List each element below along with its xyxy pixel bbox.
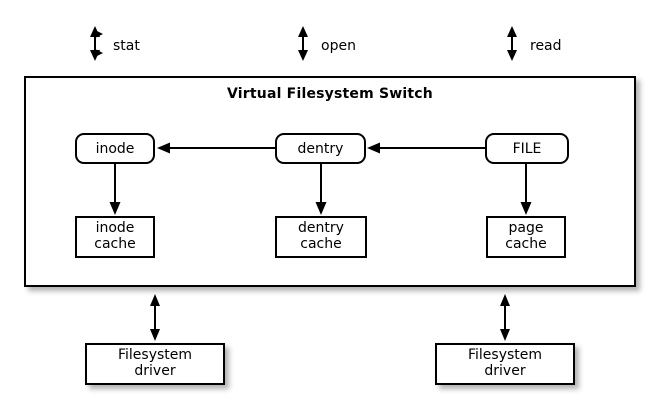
object-box-inode[interactable]: inode — [75, 133, 155, 164]
object-box-dentry[interactable]: dentry — [275, 133, 366, 164]
syscall-arrow-open — [298, 26, 308, 61]
driver-box-left-line2: driver — [134, 363, 176, 379]
driver-box-right[interactable]: Filesystem driver — [435, 343, 575, 385]
cache-box-inode-cache-line2: cache — [94, 236, 136, 252]
syscall-arrow-stat — [90, 26, 103, 61]
object-box-file-label: FILE — [512, 140, 542, 157]
driver-box-right-line2: driver — [484, 363, 526, 379]
cache-box-dentry-cache-line2: cache — [300, 236, 342, 252]
object-box-file[interactable]: FILE — [485, 133, 569, 164]
syscall-label-read: read — [530, 38, 562, 54]
cache-box-inode-cache[interactable]: inode cache — [75, 216, 155, 258]
syscall-arrow-read — [507, 26, 517, 61]
cache-box-inode-cache-line1: inode — [95, 220, 135, 237]
vfs-driver-arrow-right — [500, 294, 510, 341]
syscall-label-open: open — [321, 38, 356, 54]
cache-box-dentry-cache[interactable]: dentry cache — [275, 216, 367, 258]
driver-box-left[interactable]: Filesystem driver — [85, 343, 225, 385]
object-box-inode-label: inode — [95, 140, 135, 157]
cache-box-dentry-cache-line1: dentry — [298, 220, 344, 237]
vfs-driver-arrow-left — [150, 294, 160, 341]
cache-box-page-cache[interactable]: page cache — [486, 216, 566, 258]
page-title: Virtual Filesystem Switch — [227, 86, 433, 102]
driver-box-right-line1: Filesystem — [467, 347, 543, 364]
driver-box-left-line1: Filesystem — [117, 347, 193, 364]
object-box-dentry-label: dentry — [297, 140, 344, 157]
syscall-label-stat: stat — [113, 38, 140, 54]
cache-box-page-cache-line1: page — [508, 220, 544, 237]
cache-box-page-cache-line2: cache — [505, 236, 547, 252]
